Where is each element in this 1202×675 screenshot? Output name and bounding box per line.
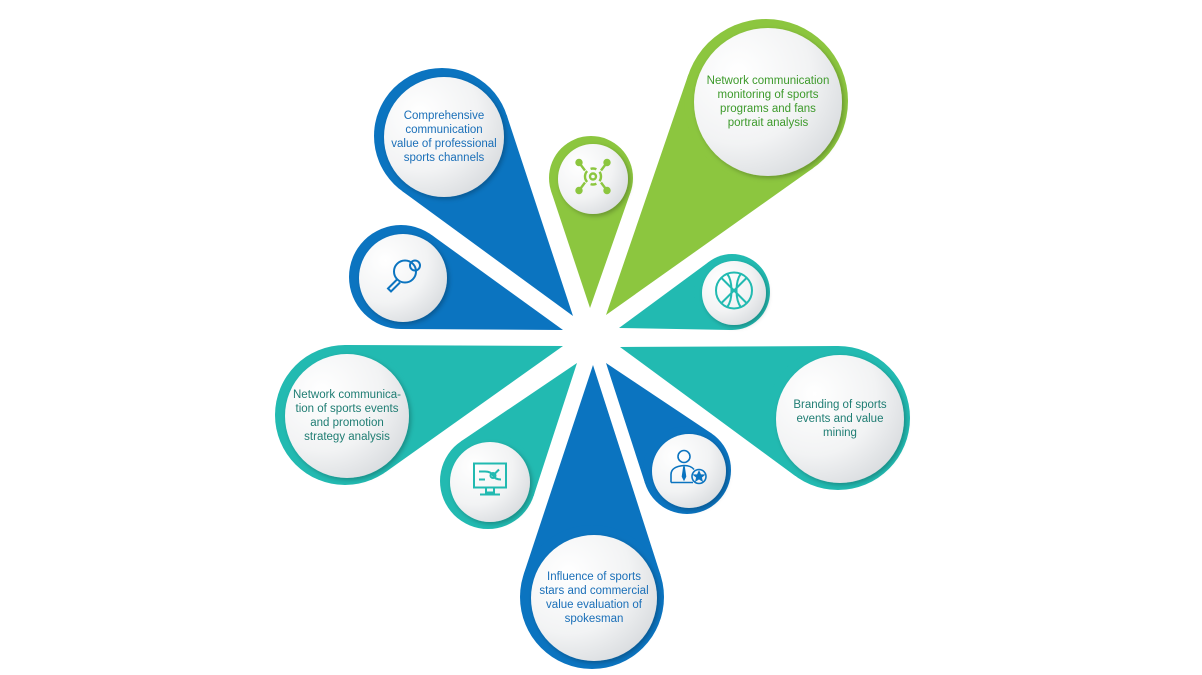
petal-professional-channels [374, 68, 573, 316]
petal-inner-circle [702, 261, 766, 325]
petal-label: Influence of sports stars and commercial… [539, 571, 649, 625]
petal-label: Network communica-tion of sports events … [293, 389, 401, 443]
petal-inner-circle [694, 28, 842, 176]
basketball-icon [713, 270, 755, 317]
petal-events-promotion [275, 345, 563, 485]
person-star-icon [667, 447, 711, 496]
ping-pong-paddle-icon [381, 254, 425, 303]
petal-basketball-icon [619, 254, 770, 330]
petal-inner-circle [531, 535, 657, 661]
petal-monitor-icon [440, 363, 577, 529]
petal-inner-circle [652, 434, 726, 508]
petal-fans-portrait [606, 19, 848, 315]
petal-inner-circle [450, 442, 530, 522]
petal-inner-circle [359, 234, 447, 322]
monitor-chart-icon [470, 460, 510, 505]
network-nodes-icon [573, 157, 613, 202]
petal-branding [620, 346, 910, 490]
petal-person-star-icon [606, 363, 731, 514]
petal-label: Branding of sports events and value mini… [793, 399, 887, 439]
petal-inner-circle [285, 354, 409, 478]
petal-stars-spokesman [520, 365, 664, 669]
petal-inner-circle [776, 355, 904, 483]
petal-label: Network communication monitoring of spor… [706, 75, 830, 129]
petal-ping-pong-icon [349, 225, 563, 330]
petal-label: Comprehensive communication value of pro… [391, 110, 497, 164]
petal-inner-circle [384, 77, 504, 197]
